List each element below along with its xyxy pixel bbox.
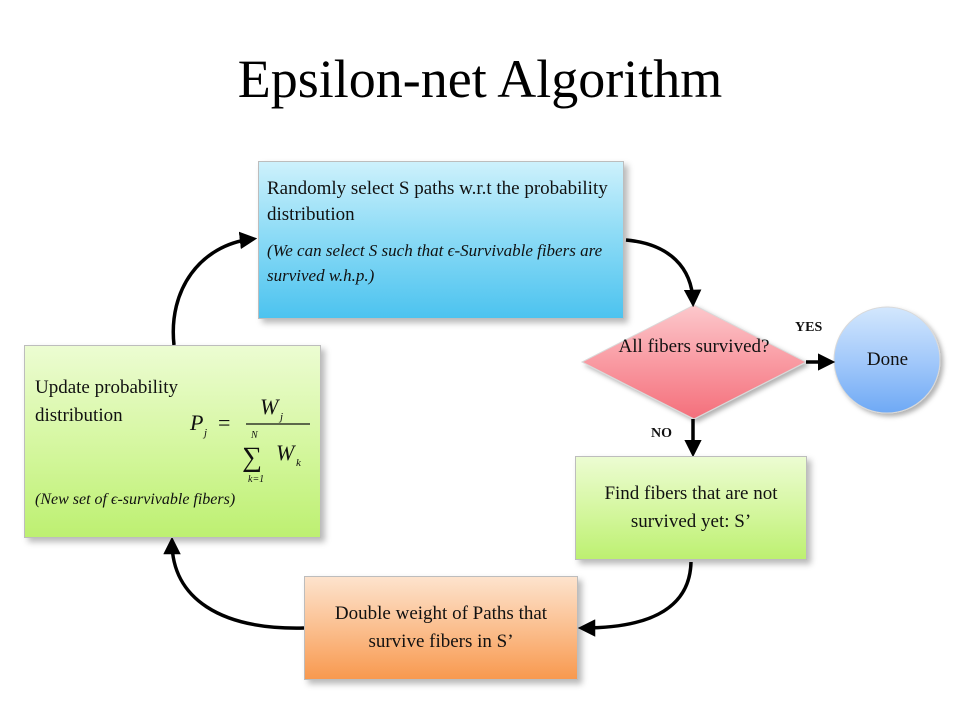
no-label: NO [651, 426, 672, 441]
arrow-double-to-update [163, 536, 305, 630]
select-paths-text: Randomly select S paths w.r.t the probab… [267, 178, 608, 225]
formula-numerator-sub: j [278, 411, 283, 423]
find-fibers-text: Find fibers that are not survived yet: S… [604, 483, 778, 532]
update-distribution-note: (New set of ϵ-survivable fibers) [35, 491, 236, 508]
formula-numerator: W [260, 394, 280, 419]
yes-label: YES [795, 320, 823, 335]
find-fibers-box: Find fibers that are not survived yet: S… [575, 456, 807, 560]
formula-lhs: P [189, 410, 203, 435]
formula-sum-upper: N [250, 430, 259, 441]
decision-diamond [580, 304, 808, 420]
formula-sum-lower: k=1 [248, 474, 264, 485]
update-distribution-box: Update probability distribution (New set… [24, 345, 321, 538]
select-paths-box: Randomly select S paths w.r.t the probab… [258, 161, 624, 319]
formula-denominator-sub: k [296, 457, 302, 469]
formula-equals: = [218, 410, 230, 435]
decision-label: All fibers survived? [618, 336, 770, 357]
arrow-select-to-decision [625, 238, 702, 308]
page-title: Epsilon-net Algorithm [237, 49, 723, 109]
update-distribution-text: Update probability distribution [35, 377, 178, 426]
formula-lhs-sub: j [202, 427, 207, 439]
formula-sum-symbol: ∑ [242, 442, 262, 473]
formula-denominator: W [276, 440, 296, 465]
probability-formula: P j = W j N ∑ k=1 W k [189, 394, 310, 485]
select-paths-note: (We can select S such that ϵ-Survivable … [267, 241, 603, 285]
arrow-update-to-select [171, 231, 258, 346]
double-weight-box: Double weight of Paths that survive fibe… [304, 576, 578, 680]
double-weight-text: Double weight of Paths that survive fibe… [334, 603, 548, 652]
arrow-find-to-double [577, 561, 693, 637]
done-label: Done [866, 349, 909, 370]
